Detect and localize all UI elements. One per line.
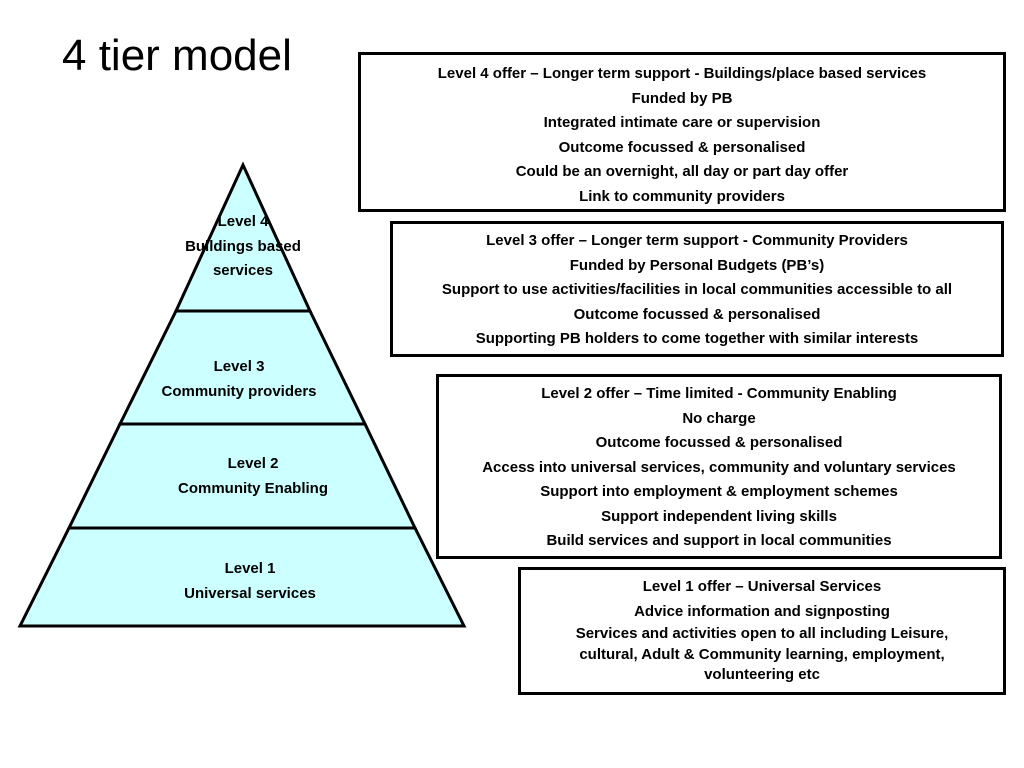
offer-line: Support independent living skills — [601, 507, 837, 525]
offer-line: Support into employment & employment sch… — [540, 483, 898, 500]
offer-line: Build services and support in local comm… — [546, 532, 892, 549]
offer-line: Outcome focussed & personalised — [558, 138, 806, 156]
tier-3-label-line: Community providers — [161, 382, 317, 400]
offer-line: Advice information and signposting — [634, 602, 890, 620]
offer-line: Funded by PB — [631, 89, 733, 107]
offer-heading: Level 1 offer – Universal Services — [642, 578, 882, 595]
offer-line: Could be an overnight, all day or part d… — [515, 163, 849, 180]
offer-line: Support to use activities/facilities in … — [441, 281, 953, 298]
offer-heading: Level 4 offer – Longer term support - Bu… — [437, 65, 927, 82]
tier-1-label-line: Universal services — [184, 584, 316, 602]
tier-2-label: Level 2 Community Enabling — [128, 452, 378, 501]
offer-heading: Level 2 offer – Time limited - Community… — [541, 385, 897, 402]
level-2-offer-box: Level 2 offer – Time limited - Community… — [436, 374, 1002, 559]
offer-line: Outcome focussed & personalised — [595, 434, 843, 451]
offer-line: Access into universal services, communit… — [482, 458, 956, 476]
tier-2-label-line: Community Enabling — [178, 479, 328, 497]
pyramid-tier-1-shape — [17, 526, 467, 628]
tier-3-label: Level 3 Community providers — [114, 355, 364, 404]
level-3-offer-box: Level 3 offer – Longer term support - Co… — [390, 221, 1004, 357]
offer-line: Outcome focussed & personalised — [573, 305, 821, 323]
offer-line: Supporting PB holders to come together w… — [475, 330, 919, 347]
offer-line: Link to community providers — [579, 187, 785, 205]
offer-line: Services and activities open to all incl… — [575, 625, 949, 683]
tier-4-label-line: Level 4 — [217, 213, 269, 230]
page-title: 4 tier model — [62, 31, 292, 80]
level-1-offer-box: Level 1 offer – Universal Services Advic… — [518, 567, 1006, 695]
offer-line: Integrated intimate care or supervision — [543, 114, 821, 131]
tier-2-label-line: Level 2 — [227, 455, 279, 472]
tier-1-label: Level 1 Universal services — [125, 557, 375, 606]
tier-4-label-line: services — [212, 262, 274, 279]
tier-4-label-line: Buildings based — [185, 237, 301, 255]
level-4-offer-box: Level 4 offer – Longer term support - Bu… — [358, 52, 1006, 212]
tier-3-label-line: Level 3 — [213, 358, 265, 375]
tier-4-label: Level 4 Buildings based services — [143, 210, 343, 284]
offer-line: Funded by Personal Budgets (PB’s) — [569, 256, 825, 274]
offer-heading: Level 3 offer – Longer term support - Co… — [486, 232, 908, 249]
tier-1-label-line: Level 1 — [224, 560, 276, 577]
offer-line: No charge — [682, 409, 756, 427]
